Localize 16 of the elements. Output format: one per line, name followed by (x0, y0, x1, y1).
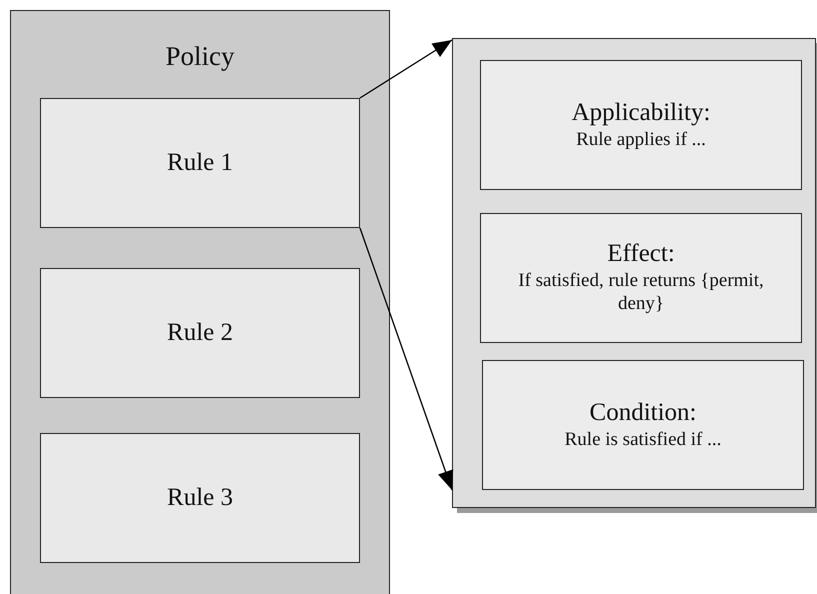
policy-container (10, 10, 390, 594)
box-label: Policy (165, 41, 234, 72)
section-heading: Condition: (590, 398, 696, 428)
description-text: If satisfied, rule returns {permit, deny} (517, 268, 765, 316)
rule-part-box (482, 360, 804, 490)
rule-part-box (480, 60, 802, 190)
box-label: Rule 3 (167, 484, 233, 512)
description-text: Rule applies if ... (576, 128, 706, 152)
arrow (359, 228, 454, 490)
section-heading: Applicability: (572, 98, 710, 128)
arrow (360, 39, 452, 99)
description-text: Rule is satisfied if ... (564, 428, 722, 452)
box-label: Rule 1 (167, 148, 233, 178)
box-label: Rule 2 (167, 318, 233, 348)
rule-part-box (480, 213, 802, 343)
section-heading: Effect: (607, 240, 675, 269)
